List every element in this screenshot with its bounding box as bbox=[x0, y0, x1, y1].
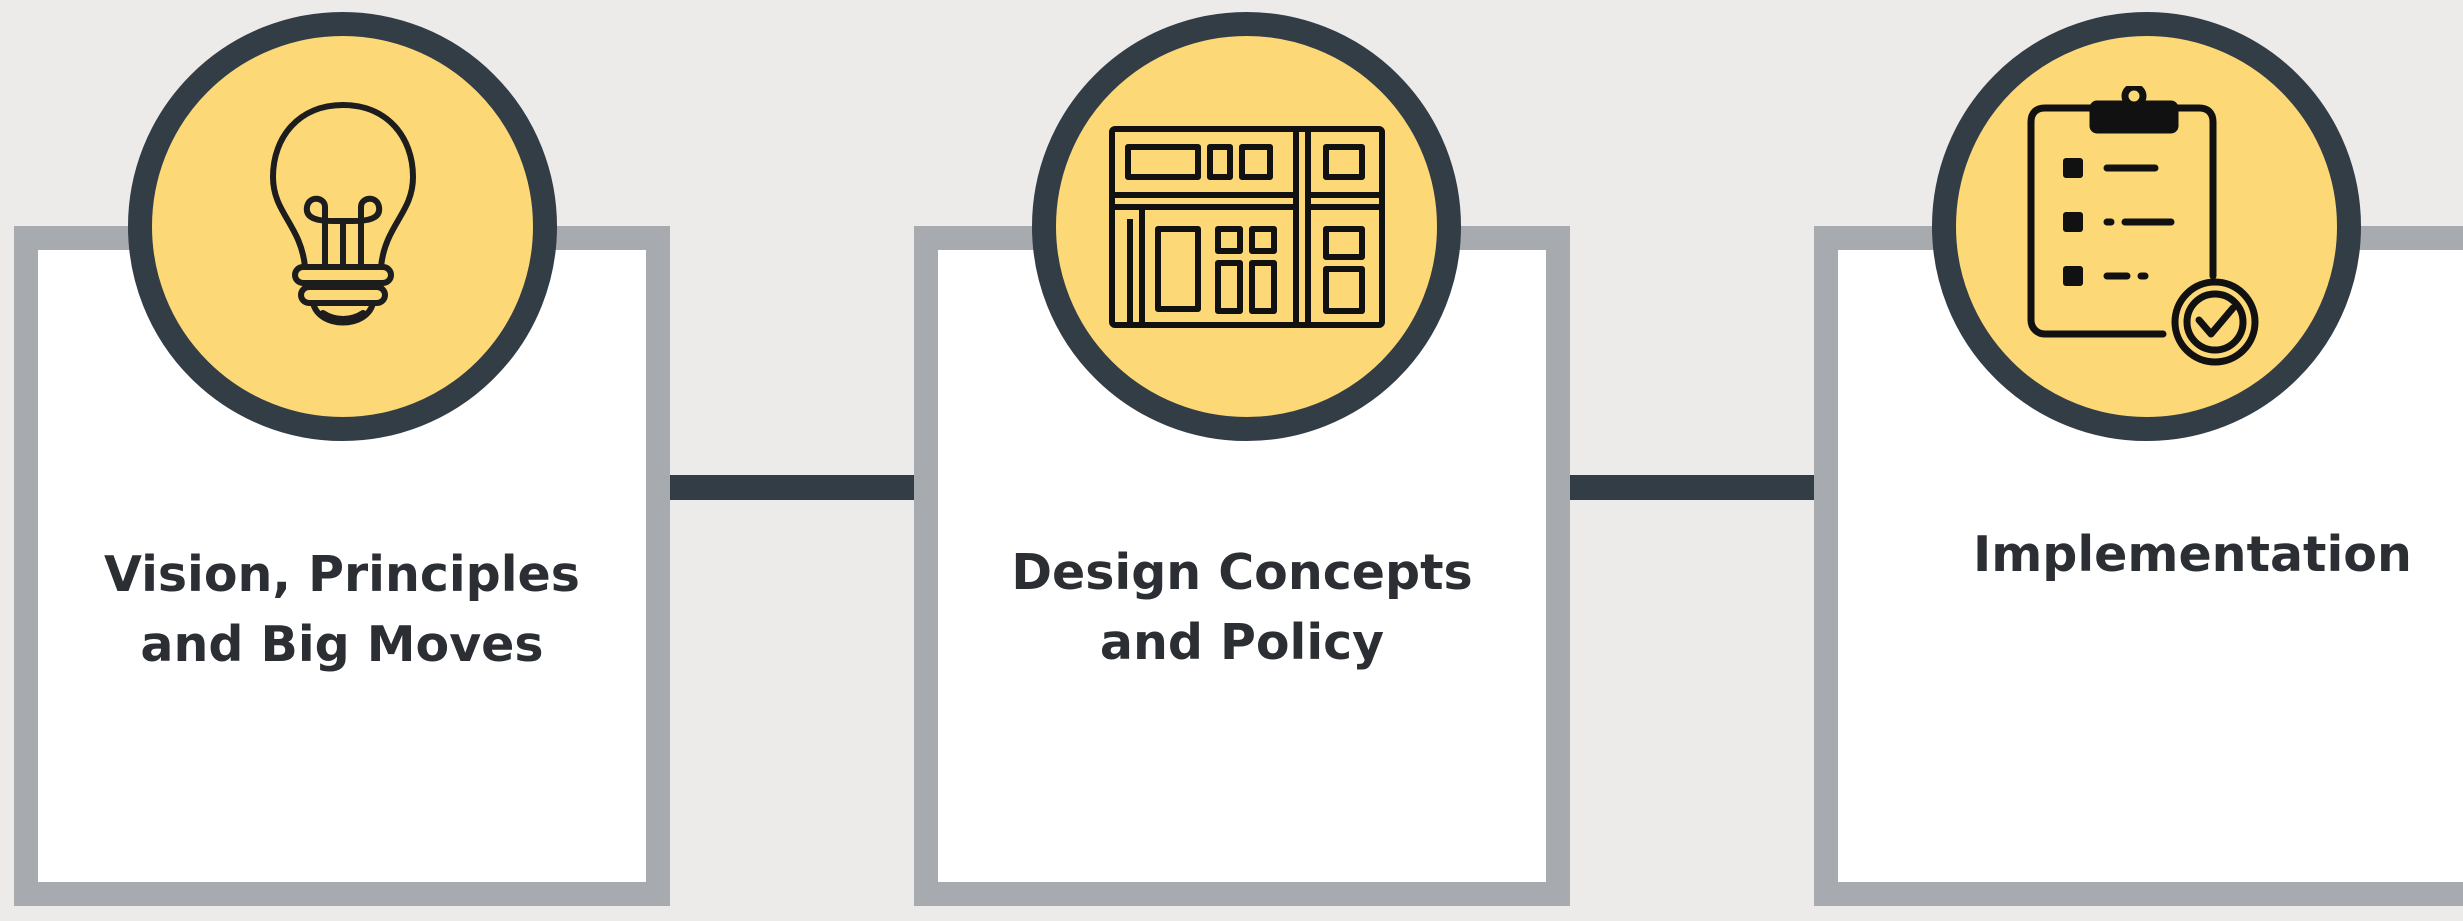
step-badge-vision bbox=[128, 12, 557, 441]
connector-2-3 bbox=[1565, 475, 1815, 500]
step-label-implementation: Implementation bbox=[1973, 526, 2412, 583]
step-badge-design bbox=[1032, 12, 1461, 441]
clipboard-checklist-icon bbox=[2027, 85, 2267, 368]
lightbulb-icon bbox=[243, 97, 443, 357]
step-badge-implementation bbox=[1932, 12, 2361, 441]
floor-plan-icon bbox=[1108, 125, 1386, 329]
connector-1-2 bbox=[666, 475, 916, 500]
step-label-design: Design Concepts and Policy bbox=[1011, 544, 1473, 671]
step-label-vision: Vision, Principles and Big Moves bbox=[104, 546, 580, 673]
